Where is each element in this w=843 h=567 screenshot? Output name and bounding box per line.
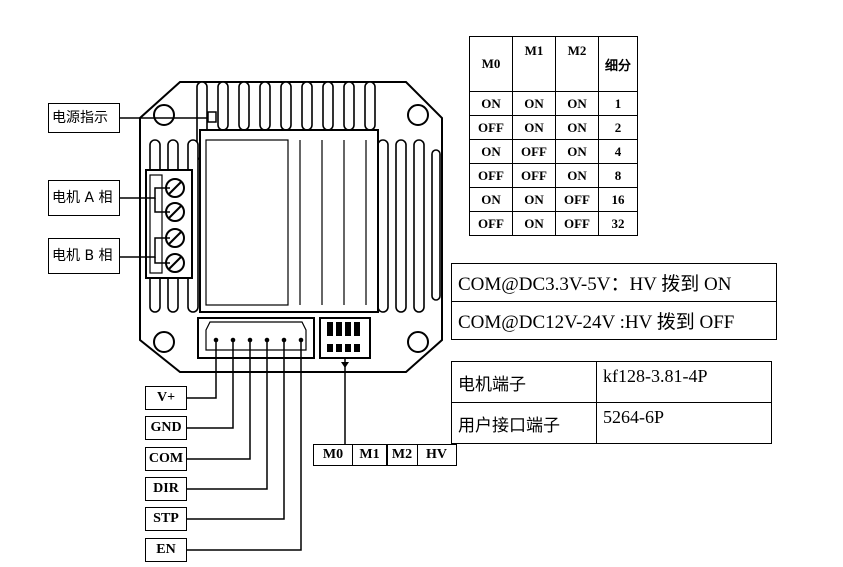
- dip-label-hv: HV: [416, 444, 457, 466]
- table-cell: 8: [598, 163, 638, 188]
- terminal-value: 5264-6P: [596, 402, 772, 444]
- hv-settings-table: COM@DC3.3V-5V：HV 拨到 ON COM@DC12V-24V :HV…: [451, 263, 777, 340]
- microstep-table: M0 M1 M2 细分 ON ON ON 1 OFF ON ON 2 ON OF…: [469, 36, 638, 236]
- table-cell: ON: [555, 115, 599, 140]
- terminal-name: 用户接口端子: [451, 402, 597, 444]
- signal-label-stp: STP: [145, 507, 187, 531]
- table-row: COM@DC3.3V-5V：HV 拨到 ON: [451, 263, 777, 302]
- table-cell: ON: [555, 139, 599, 164]
- power-indicator-label: 电源指示: [48, 103, 120, 133]
- power-led: [207, 111, 217, 123]
- leader-lines: [119, 117, 346, 551]
- motor-b-label: 电机 B 相: [48, 238, 120, 274]
- heatsink-fins-right: [377, 139, 441, 313]
- table-cell: OFF: [469, 115, 513, 140]
- dip-arrow: [341, 362, 349, 368]
- user-connector: [197, 317, 315, 359]
- mount-hole: [153, 331, 175, 353]
- table-row: COM@DC12V-24V :HV 拨到 OFF: [451, 301, 777, 340]
- table-cell: ON: [555, 163, 599, 188]
- header-m0: M0: [469, 36, 513, 92]
- signal-label-en: EN: [145, 538, 187, 562]
- mount-hole: [407, 331, 429, 353]
- signal-label-gnd: GND: [145, 416, 187, 440]
- table-cell: 1: [598, 91, 638, 116]
- header-m2: M2: [555, 36, 599, 92]
- signal-label-com: COM: [145, 447, 187, 471]
- table-cell: ON: [512, 91, 556, 116]
- table-cell: 2: [598, 115, 638, 140]
- table-cell: OFF: [555, 187, 599, 212]
- hv-setting-high: COM@DC12V-24V :HV 拨到 OFF: [451, 301, 777, 340]
- table-cell: ON: [469, 187, 513, 212]
- table-cell: ON: [512, 211, 556, 236]
- signal-label-vplus: V+: [145, 386, 187, 410]
- table-cell: ON: [469, 139, 513, 164]
- signal-label-dir: DIR: [145, 477, 187, 501]
- motor-terminal-block: [145, 169, 193, 279]
- table-cell: OFF: [512, 139, 556, 164]
- motor-a-label: 电机 A 相: [48, 180, 120, 216]
- header-m1: M1: [512, 36, 556, 92]
- dip-switch: [319, 317, 371, 359]
- hv-setting-low: COM@DC3.3V-5V：HV 拨到 ON: [451, 263, 777, 302]
- dip-labels: M0 M1 M2 HV: [313, 444, 457, 466]
- table-cell: OFF: [469, 163, 513, 188]
- table-cell: ON: [512, 115, 556, 140]
- table-cell: ON: [512, 187, 556, 212]
- terminal-table: 电机端子 kf128-3.81-4P 用户接口端子 5264-6P: [451, 361, 772, 444]
- mount-hole: [153, 104, 175, 126]
- table-cell: ON: [555, 91, 599, 116]
- table-cell: 16: [598, 187, 638, 212]
- table-row: ON ON OFF 16: [469, 187, 638, 212]
- table-row: ON ON ON 1: [469, 91, 638, 116]
- table-cell: 4: [598, 139, 638, 164]
- table-row: OFF ON ON 2: [469, 115, 638, 140]
- dip-label-m2: M2: [386, 444, 418, 466]
- dip-label-m0: M0: [313, 444, 353, 466]
- table-cell: OFF: [555, 211, 599, 236]
- header-microstep: 细分: [598, 36, 638, 92]
- table-cell: OFF: [469, 211, 513, 236]
- table-row: 电机端子 kf128-3.81-4P: [451, 361, 772, 403]
- table-cell: OFF: [512, 163, 556, 188]
- dip-label-m1: M1: [351, 444, 388, 466]
- table-cell: 32: [598, 211, 638, 236]
- terminal-name: 电机端子: [451, 361, 597, 403]
- table-header-row: M0 M1 M2 细分: [469, 36, 638, 92]
- table-row: ON OFF ON 4: [469, 139, 638, 164]
- table-row: OFF ON OFF 32: [469, 211, 638, 236]
- terminal-value: kf128-3.81-4P: [596, 361, 772, 403]
- table-row: 用户接口端子 5264-6P: [451, 402, 772, 444]
- table-cell: ON: [469, 91, 513, 116]
- mount-hole: [407, 104, 429, 126]
- table-row: OFF OFF ON 8: [469, 163, 638, 188]
